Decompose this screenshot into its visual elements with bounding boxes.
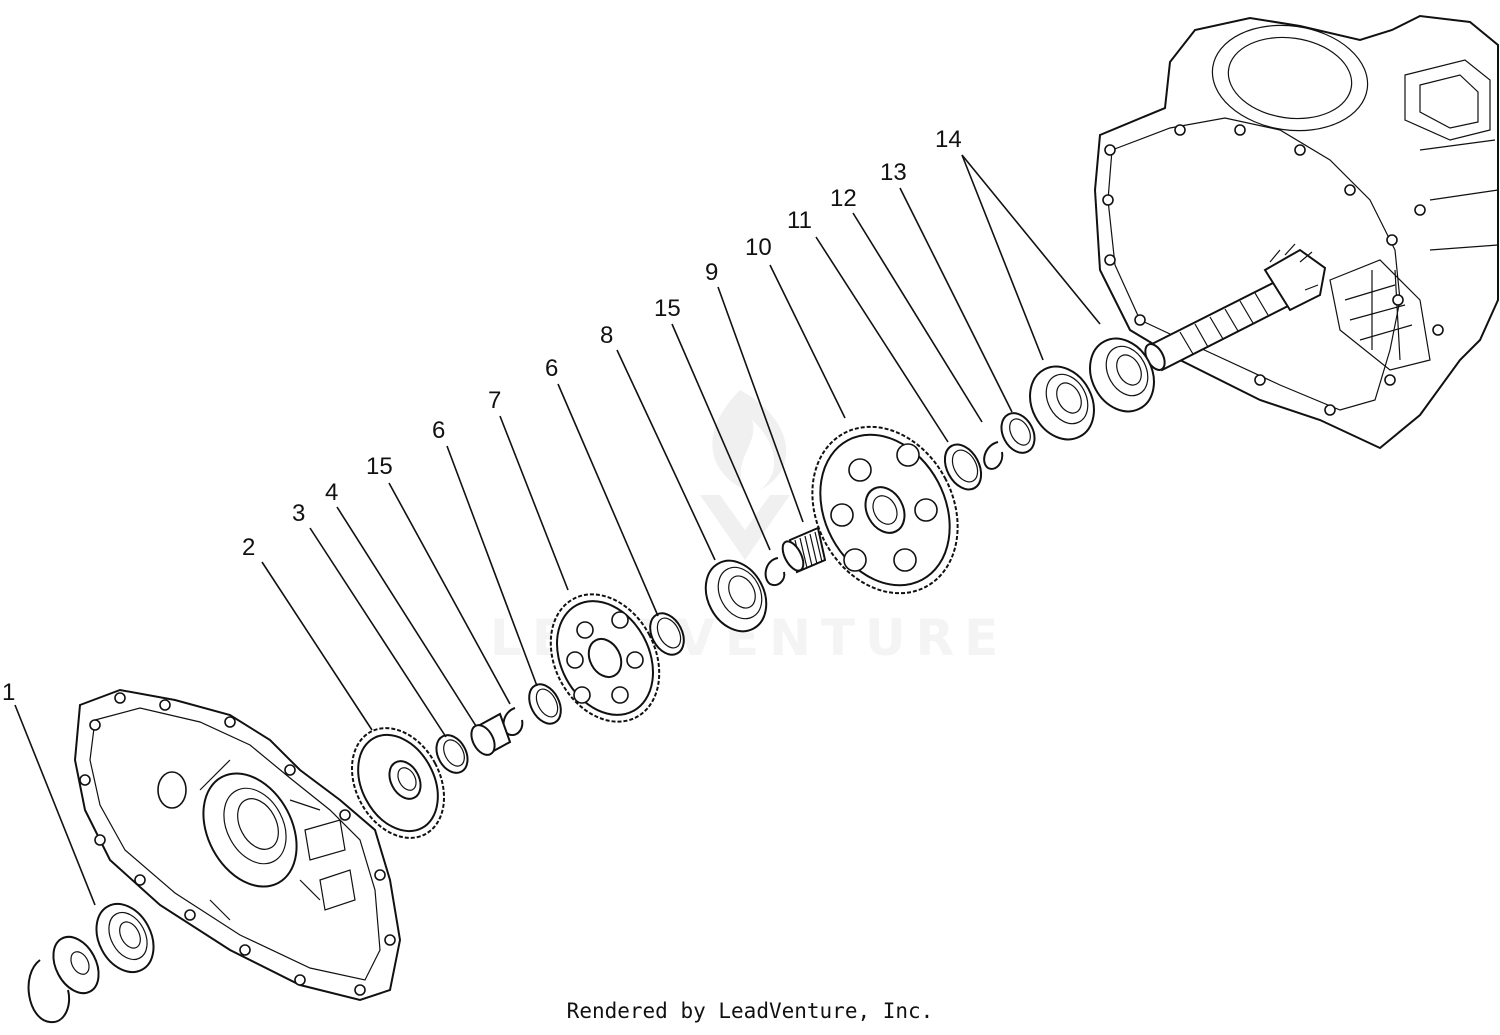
washer-3: [435, 734, 469, 774]
gear-2-small: [350, 727, 446, 839]
callout-label: 8: [600, 322, 613, 349]
washer-6-upper: [649, 612, 685, 656]
washer-1: [52, 935, 100, 995]
gear-10-large: [811, 425, 959, 595]
spacer-4: [470, 712, 512, 756]
snap-ring-1: [27, 959, 70, 1024]
washer-6-lower: [528, 683, 562, 725]
bearing-14-inner: [1029, 365, 1095, 441]
splined-shaft: [1144, 243, 1327, 372]
collar-13: [1000, 412, 1036, 454]
callout-label: 4: [325, 479, 338, 506]
snap-ring-15-upper: [764, 557, 786, 586]
bearing-14-outer: [1089, 337, 1155, 413]
callout-label: 3: [292, 500, 305, 527]
callout-label: 15: [654, 295, 681, 322]
bearing-8: [704, 559, 768, 633]
callout-label: 10: [745, 234, 772, 261]
callout-label: 11: [787, 207, 812, 234]
front-cover: [73, 688, 402, 1002]
callout-label: 9: [705, 259, 718, 286]
leader-lines: [14, 154, 1101, 906]
watermark-flame-icon: [712, 390, 787, 490]
render-credit: Rendered by LeadVenture, Inc.: [566, 999, 934, 1023]
snap-ring-12: [983, 441, 1004, 470]
watermark-v-icon: [700, 495, 790, 560]
bearing-1: [95, 902, 155, 974]
needle-bearing-9: [781, 526, 827, 574]
gear-7-medium: [549, 593, 661, 723]
callout-labels: 1 2 3 4 15 6 7 6 8 15 9 10 11 12 13 14: [2, 126, 962, 706]
washer-11: [943, 443, 983, 491]
cover-bolt-holes: [79, 692, 396, 996]
callout-label: 15: [366, 453, 393, 480]
housing-bolt-holes: [1102, 124, 1444, 416]
callout-label: 7: [488, 387, 501, 414]
transmission-housing: [1093, 14, 1499, 450]
callout-label: 14: [935, 126, 962, 153]
callout-label: 12: [830, 185, 857, 212]
callout-label: 6: [432, 417, 445, 444]
callout-label: 1: [2, 679, 15, 706]
callout-label: 6: [545, 355, 558, 382]
callout-label: 13: [880, 159, 907, 186]
callout-label: 2: [242, 534, 255, 561]
